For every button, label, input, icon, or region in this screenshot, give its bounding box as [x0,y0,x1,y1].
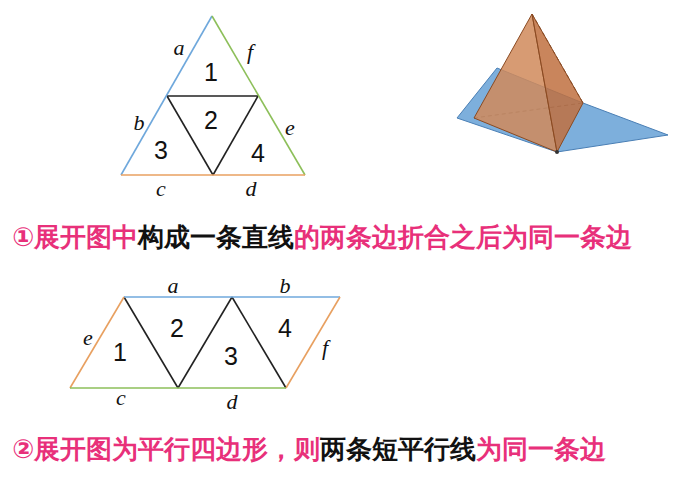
statement-text: 为同一条边 [476,434,606,464]
edge-letter: a [168,275,179,297]
vertex-dot [555,150,559,154]
face-number: 3 [154,138,168,163]
face-number: 2 [170,316,184,341]
triangle-net [121,16,305,175]
fold-line [232,297,286,388]
orange-edge [286,297,340,388]
edge-letter: d [227,391,238,413]
fold-line [124,297,178,388]
face-number: 1 [113,340,127,365]
edge-letter: f [322,337,328,359]
orange-edge [121,174,305,176]
edge-letter: f [247,41,253,63]
edge-letter: e [83,327,93,349]
face-number: 3 [224,344,238,369]
edge-letter: e [285,117,295,139]
edge-letter: b [134,112,145,134]
edge-letter: d [246,178,257,200]
blue-edge [124,296,340,298]
edge-letter: c [156,178,166,200]
face-number: 4 [278,316,292,341]
face-number: 4 [251,141,265,166]
face-number: 1 [204,60,218,85]
key-phrase: 两条短平行线 [320,434,476,464]
fold-line [178,297,232,388]
statement-text: 的两条边折合之后为同一条边 [294,222,632,252]
edge-letter: c [116,387,126,409]
statement-text: ②展开图为平行四边形，则 [12,434,320,464]
rule-statement: ①展开图中构成一条直线的两条边折合之后为同一条边 [12,222,632,253]
tetra-face [532,14,583,152]
tetrahedron-picture [457,14,668,154]
hidden-edge [532,14,583,103]
green-edge [212,16,305,175]
face-number: 2 [204,108,218,133]
edge-letter: b [280,275,291,297]
rule-statement: ②展开图为平行四边形，则两条短平行线为同一条边 [12,434,606,465]
edge-letter: a [174,37,185,59]
statement-text: ①展开图中 [12,222,138,252]
fold-line [167,95,258,97]
blue-edge [121,16,212,175]
green-edge [70,387,286,389]
key-phrase: 构成一条直线 [138,222,294,252]
parallelogram-net [70,297,340,388]
